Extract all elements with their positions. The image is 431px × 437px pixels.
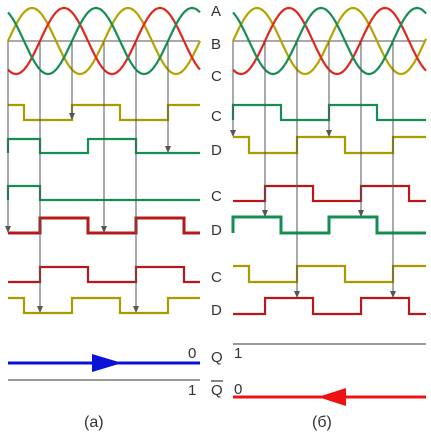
right-r3-d-waveform bbox=[233, 296, 426, 316]
left-guide-arrows bbox=[5, 41, 171, 313]
right-panel: 1 0 (б) bbox=[230, 6, 428, 431]
right-sine-a bbox=[231, 6, 428, 76]
left-r3-d-waveform bbox=[8, 296, 200, 315]
right-qbar-value: 0 bbox=[234, 381, 242, 398]
row-labels: A B C C D C D C D Q Q bbox=[211, 3, 223, 399]
right-r1-d-waveform bbox=[233, 135, 426, 155]
label-c: C bbox=[211, 68, 222, 85]
right-r2-d-waveform bbox=[231, 215, 426, 235]
left-qbar-value: 1 bbox=[188, 382, 196, 399]
left-panel: 0 1 (a) bbox=[5, 6, 202, 431]
label-qbar: Q bbox=[211, 382, 223, 399]
right-arrow-icon bbox=[92, 354, 122, 372]
right-guide-arrows bbox=[230, 41, 396, 298]
left-caption: (a) bbox=[84, 414, 104, 431]
label-r1-top: C bbox=[211, 108, 222, 125]
label-r2-top: C bbox=[211, 188, 222, 205]
right-r3-c-waveform bbox=[233, 264, 426, 284]
label-b: B bbox=[211, 36, 221, 53]
left-r3-c-waveform bbox=[8, 265, 200, 284]
left-arrow-icon bbox=[318, 388, 346, 406]
label-r1-bot: D bbox=[211, 142, 222, 159]
label-r2-bot: D bbox=[211, 222, 222, 239]
label-a: A bbox=[211, 3, 221, 20]
label-r3-bot: D bbox=[211, 302, 222, 319]
label-q: Q bbox=[211, 349, 223, 366]
label-r3-top: C bbox=[211, 269, 222, 286]
left-q-value: 0 bbox=[188, 345, 196, 362]
right-caption: (б) bbox=[312, 414, 332, 431]
right-r2-c-waveform bbox=[233, 184, 426, 203]
right-q-value: 1 bbox=[234, 345, 242, 362]
